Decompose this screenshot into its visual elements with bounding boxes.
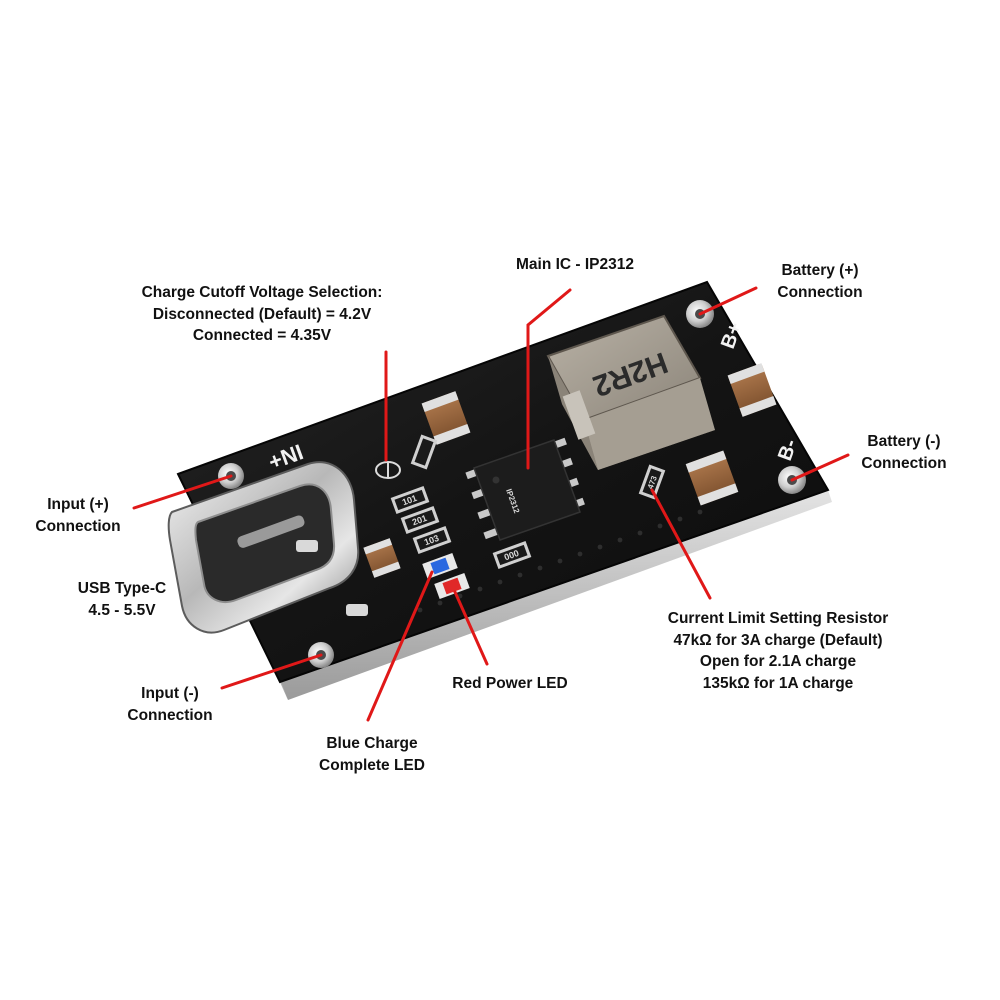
label-main-ic: Main IC - IP2312 (515, 256, 634, 273)
capacitors (363, 363, 777, 578)
label-red-power-led: Red Power LED (452, 675, 568, 692)
callout-line-current-limit (650, 488, 712, 600)
callout-line-battery-pos (698, 286, 758, 316)
label-cutoff-voltage: Charge Cutoff Voltage Selection: Disconn… (141, 284, 383, 344)
svg-text:101: 101 (401, 493, 419, 508)
callout-line-input-neg (220, 653, 323, 690)
usb-type-c-connector (167, 461, 368, 634)
red-power-led (434, 573, 470, 599)
label-battery-pos: Battery (+) Connection (777, 262, 863, 301)
inductor: H2R2 (546, 314, 715, 470)
label-blue-charge-led: Blue Charge Complete LED (319, 735, 425, 774)
callout-line-battery-neg (790, 453, 850, 482)
callout-line-blue-led (366, 570, 434, 722)
label-usb-type-c: USB Type-C 4.5 - 5.5V (77, 580, 167, 619)
svg-text:103: 103 (423, 533, 441, 548)
svg-text:473: 473 (646, 474, 659, 490)
cutoff-jumper-pad (375, 461, 401, 479)
label-current-limit: Current Limit Setting Resistor 47kΩ for … (667, 610, 889, 692)
label-input-pos: Input (+) Connection (35, 496, 121, 535)
pcb-edge (262, 490, 832, 700)
current-limit-resistor: 473 (638, 464, 666, 500)
callout-line-input-pos (132, 474, 233, 510)
callout-lines (132, 286, 850, 722)
callout-line-red-led (453, 590, 489, 666)
svg-text:201: 201 (411, 513, 429, 528)
label-battery-neg: Battery (-) Connection (861, 433, 947, 472)
smd-resistors: 101 201 000 473 103 (390, 434, 666, 569)
via-row (417, 509, 703, 613)
svg-text:000: 000 (503, 548, 521, 563)
callout-line-main-ic (526, 288, 572, 470)
label-input-neg: Input (-) Connection (127, 685, 213, 724)
